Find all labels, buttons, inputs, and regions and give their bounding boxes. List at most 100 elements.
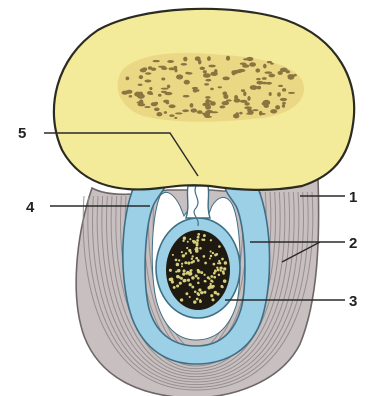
- spongy-pore: [241, 89, 245, 92]
- spongy-pore: [190, 103, 194, 108]
- spongy-pore: [278, 85, 283, 87]
- tendon-dot: [189, 272, 193, 276]
- spongy-pore: [204, 116, 212, 118]
- spongy-pore: [151, 68, 157, 71]
- spongy-pore: [183, 95, 190, 98]
- spongy-pore: [275, 105, 280, 110]
- spongy-pore: [202, 103, 210, 107]
- spongy-pore: [195, 56, 201, 61]
- spongy-pore: [151, 102, 158, 106]
- spongy-pore: [190, 108, 197, 112]
- spongy-pore: [184, 80, 190, 85]
- tendon-dot: [223, 267, 226, 270]
- spongy-pore: [288, 92, 295, 94]
- spongy-pore: [282, 102, 286, 105]
- spongy-pore: [126, 77, 130, 81]
- tendon-dot: [193, 240, 197, 244]
- tendon-dot: [175, 271, 177, 273]
- spongy-pore: [252, 109, 258, 111]
- spongy-pore: [263, 64, 267, 69]
- tendon-dot: [195, 257, 198, 260]
- tendon-dot: [175, 259, 178, 262]
- tendon-dot: [181, 265, 183, 267]
- spongy-pore: [244, 102, 249, 106]
- spongy-pore: [220, 105, 226, 108]
- tendon-dot: [191, 276, 194, 279]
- label-1: 1: [349, 189, 357, 206]
- spongy-pore: [200, 67, 205, 70]
- spongy-pore: [255, 68, 260, 72]
- tendon-dot: [213, 276, 216, 279]
- tendon-dot: [224, 261, 227, 264]
- tendon-dot: [171, 277, 173, 279]
- tendon-dot: [221, 258, 224, 261]
- spongy-pore: [244, 106, 252, 109]
- spongy-pore: [226, 56, 230, 61]
- tendon-dot: [181, 251, 183, 253]
- tendon-dot: [197, 269, 200, 272]
- tendon-dot: [216, 293, 219, 296]
- spongy-pore: [161, 77, 165, 80]
- tendon-dot: [189, 269, 192, 272]
- tendon-dot: [179, 282, 182, 285]
- spongy-pore: [149, 87, 152, 90]
- tendon-dot: [189, 283, 192, 286]
- spongy-pore: [164, 92, 172, 95]
- tendon-dot: [220, 270, 222, 272]
- tendon-dot: [183, 279, 186, 282]
- spongy-pore: [156, 112, 162, 116]
- tendon-dot: [196, 298, 199, 301]
- tendon-dot: [214, 291, 217, 294]
- spongy-pore: [154, 107, 160, 111]
- spongy-pore: [158, 94, 162, 97]
- tendon-dot: [194, 290, 197, 293]
- tendon-dot: [201, 239, 203, 241]
- spongy-pore: [210, 101, 216, 105]
- tendon-dot: [182, 240, 184, 242]
- tendon-dot: [180, 277, 183, 280]
- spongy-pore: [167, 60, 174, 63]
- tendon-dot: [177, 269, 180, 272]
- tendon-dot: [215, 253, 218, 256]
- spongy-pore: [139, 75, 143, 79]
- spongy-pore: [129, 95, 133, 98]
- spongy-pore: [203, 73, 211, 77]
- tendon-dot: [220, 267, 222, 269]
- tendon-dot: [189, 296, 191, 298]
- spongy-pore: [208, 65, 215, 68]
- tendon-dot: [218, 274, 220, 276]
- tendon-dot: [192, 255, 194, 257]
- tendon-dot: [178, 259, 180, 261]
- tendon-dot: [204, 291, 207, 294]
- spongy-pore: [226, 99, 232, 101]
- tendon-dot: [210, 294, 213, 297]
- tendon-dot: [176, 263, 180, 267]
- tendon-dot: [204, 262, 207, 265]
- spongy-pore: [138, 84, 143, 86]
- spongy-pore: [246, 57, 253, 61]
- spongy-pore: [205, 100, 212, 102]
- tendon-dot: [171, 280, 174, 283]
- spongy-pore: [144, 80, 151, 83]
- tendon-dot: [203, 234, 206, 237]
- spongy-pore: [282, 88, 286, 92]
- tendon-dot: [197, 233, 200, 236]
- spongy-pore: [121, 91, 128, 95]
- spongy-pore: [234, 70, 242, 74]
- spongy-pore: [256, 81, 263, 85]
- tendon-dot: [210, 250, 212, 252]
- tendon-dot: [181, 263, 183, 265]
- spongy-pore: [203, 70, 207, 73]
- spongy-pore: [205, 110, 213, 113]
- spongy-pore: [266, 82, 272, 85]
- label-4: 4: [26, 199, 35, 216]
- spongy-pore: [207, 56, 211, 61]
- spongy-pore: [145, 72, 151, 74]
- spongy-pore: [183, 57, 187, 62]
- tendon-dot: [204, 280, 207, 283]
- spongy-pore: [278, 71, 283, 75]
- tendon-dot: [183, 237, 186, 240]
- tendon-dot: [169, 269, 172, 272]
- spongy-pore: [174, 117, 177, 119]
